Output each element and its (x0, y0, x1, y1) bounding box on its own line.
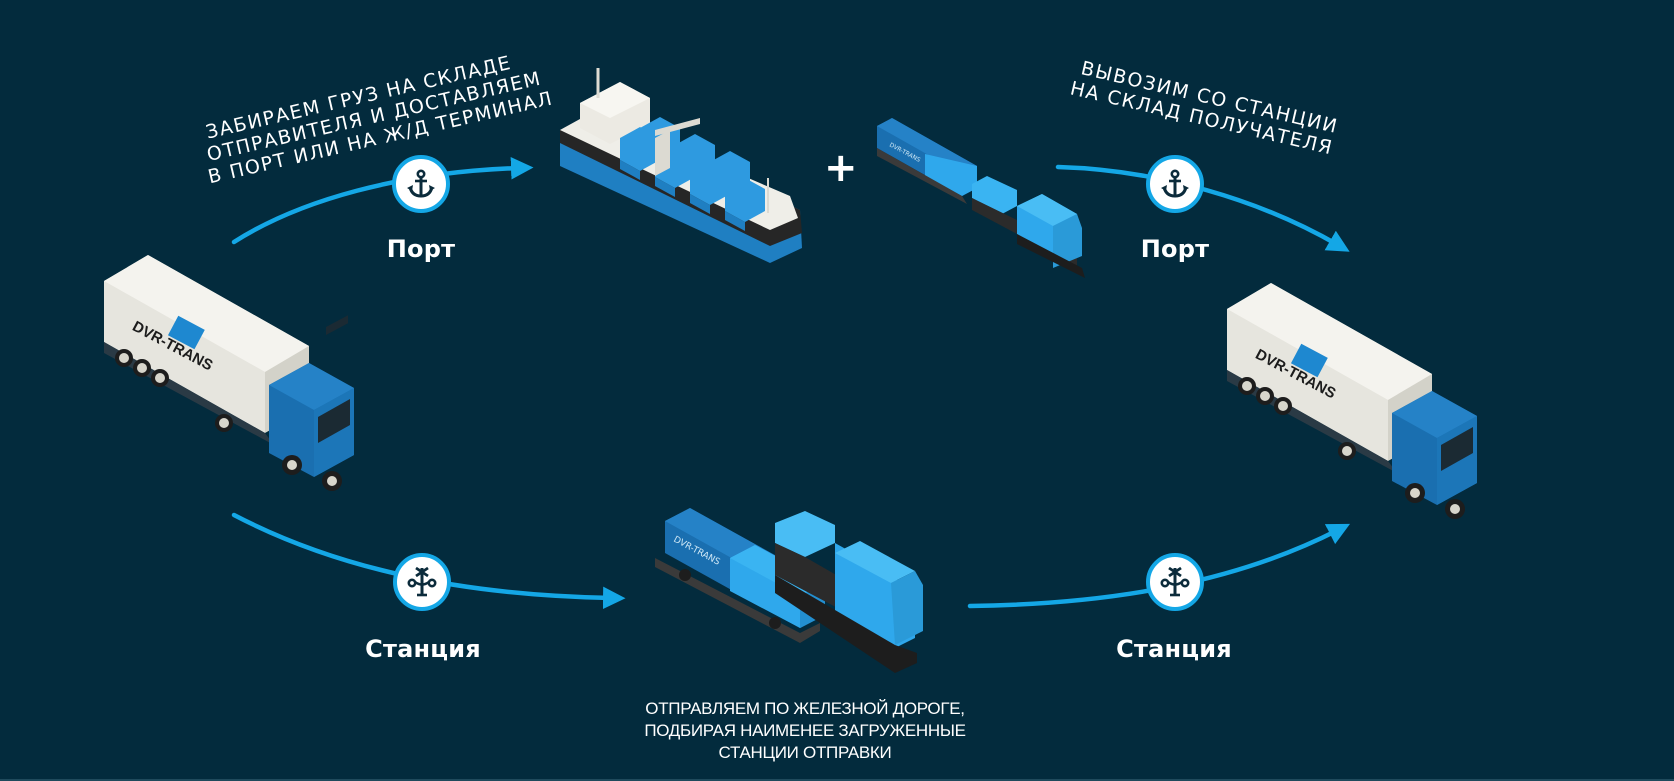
port-right-label: Порт (1140, 235, 1210, 263)
arrow-truck-to-ship (231, 157, 534, 245)
bottom-edge-divider (0, 779, 1674, 781)
railway-signal-icon (407, 566, 437, 597)
station-right-node (1146, 553, 1204, 611)
caption-rail: ОТПРАВЛЯЕМ ПО ЖЕЛЕЗНОЙ ДОРОГЕ, ПОДБИРАЯ … (610, 698, 1000, 764)
caption-rail-line-1: ОТПРАВЛЯЕМ ПО ЖЕЛЕЗНОЙ ДОРОГЕ, (645, 699, 965, 718)
port-left-node (392, 155, 450, 213)
port-right-node (1146, 155, 1204, 213)
plus-sign: + (824, 145, 858, 191)
anchor-icon (1161, 169, 1189, 198)
station-left-label: Станция (365, 635, 481, 663)
railway-signal-icon (1160, 566, 1190, 597)
anchor-icon (407, 169, 435, 198)
station-right-label: Станция (1116, 635, 1232, 663)
caption-rail-line-2: ПОДБИРАЯ НАИМЕНЕЕ ЗАГРУЖЕННЫЕ (644, 721, 966, 740)
arrow-train-to-truck (1055, 164, 1350, 252)
station-left-node (393, 553, 451, 611)
port-left-label: Порт (386, 235, 456, 263)
caption-rail-line-3: СТАНЦИИ ОТПРАВКИ (718, 743, 892, 762)
